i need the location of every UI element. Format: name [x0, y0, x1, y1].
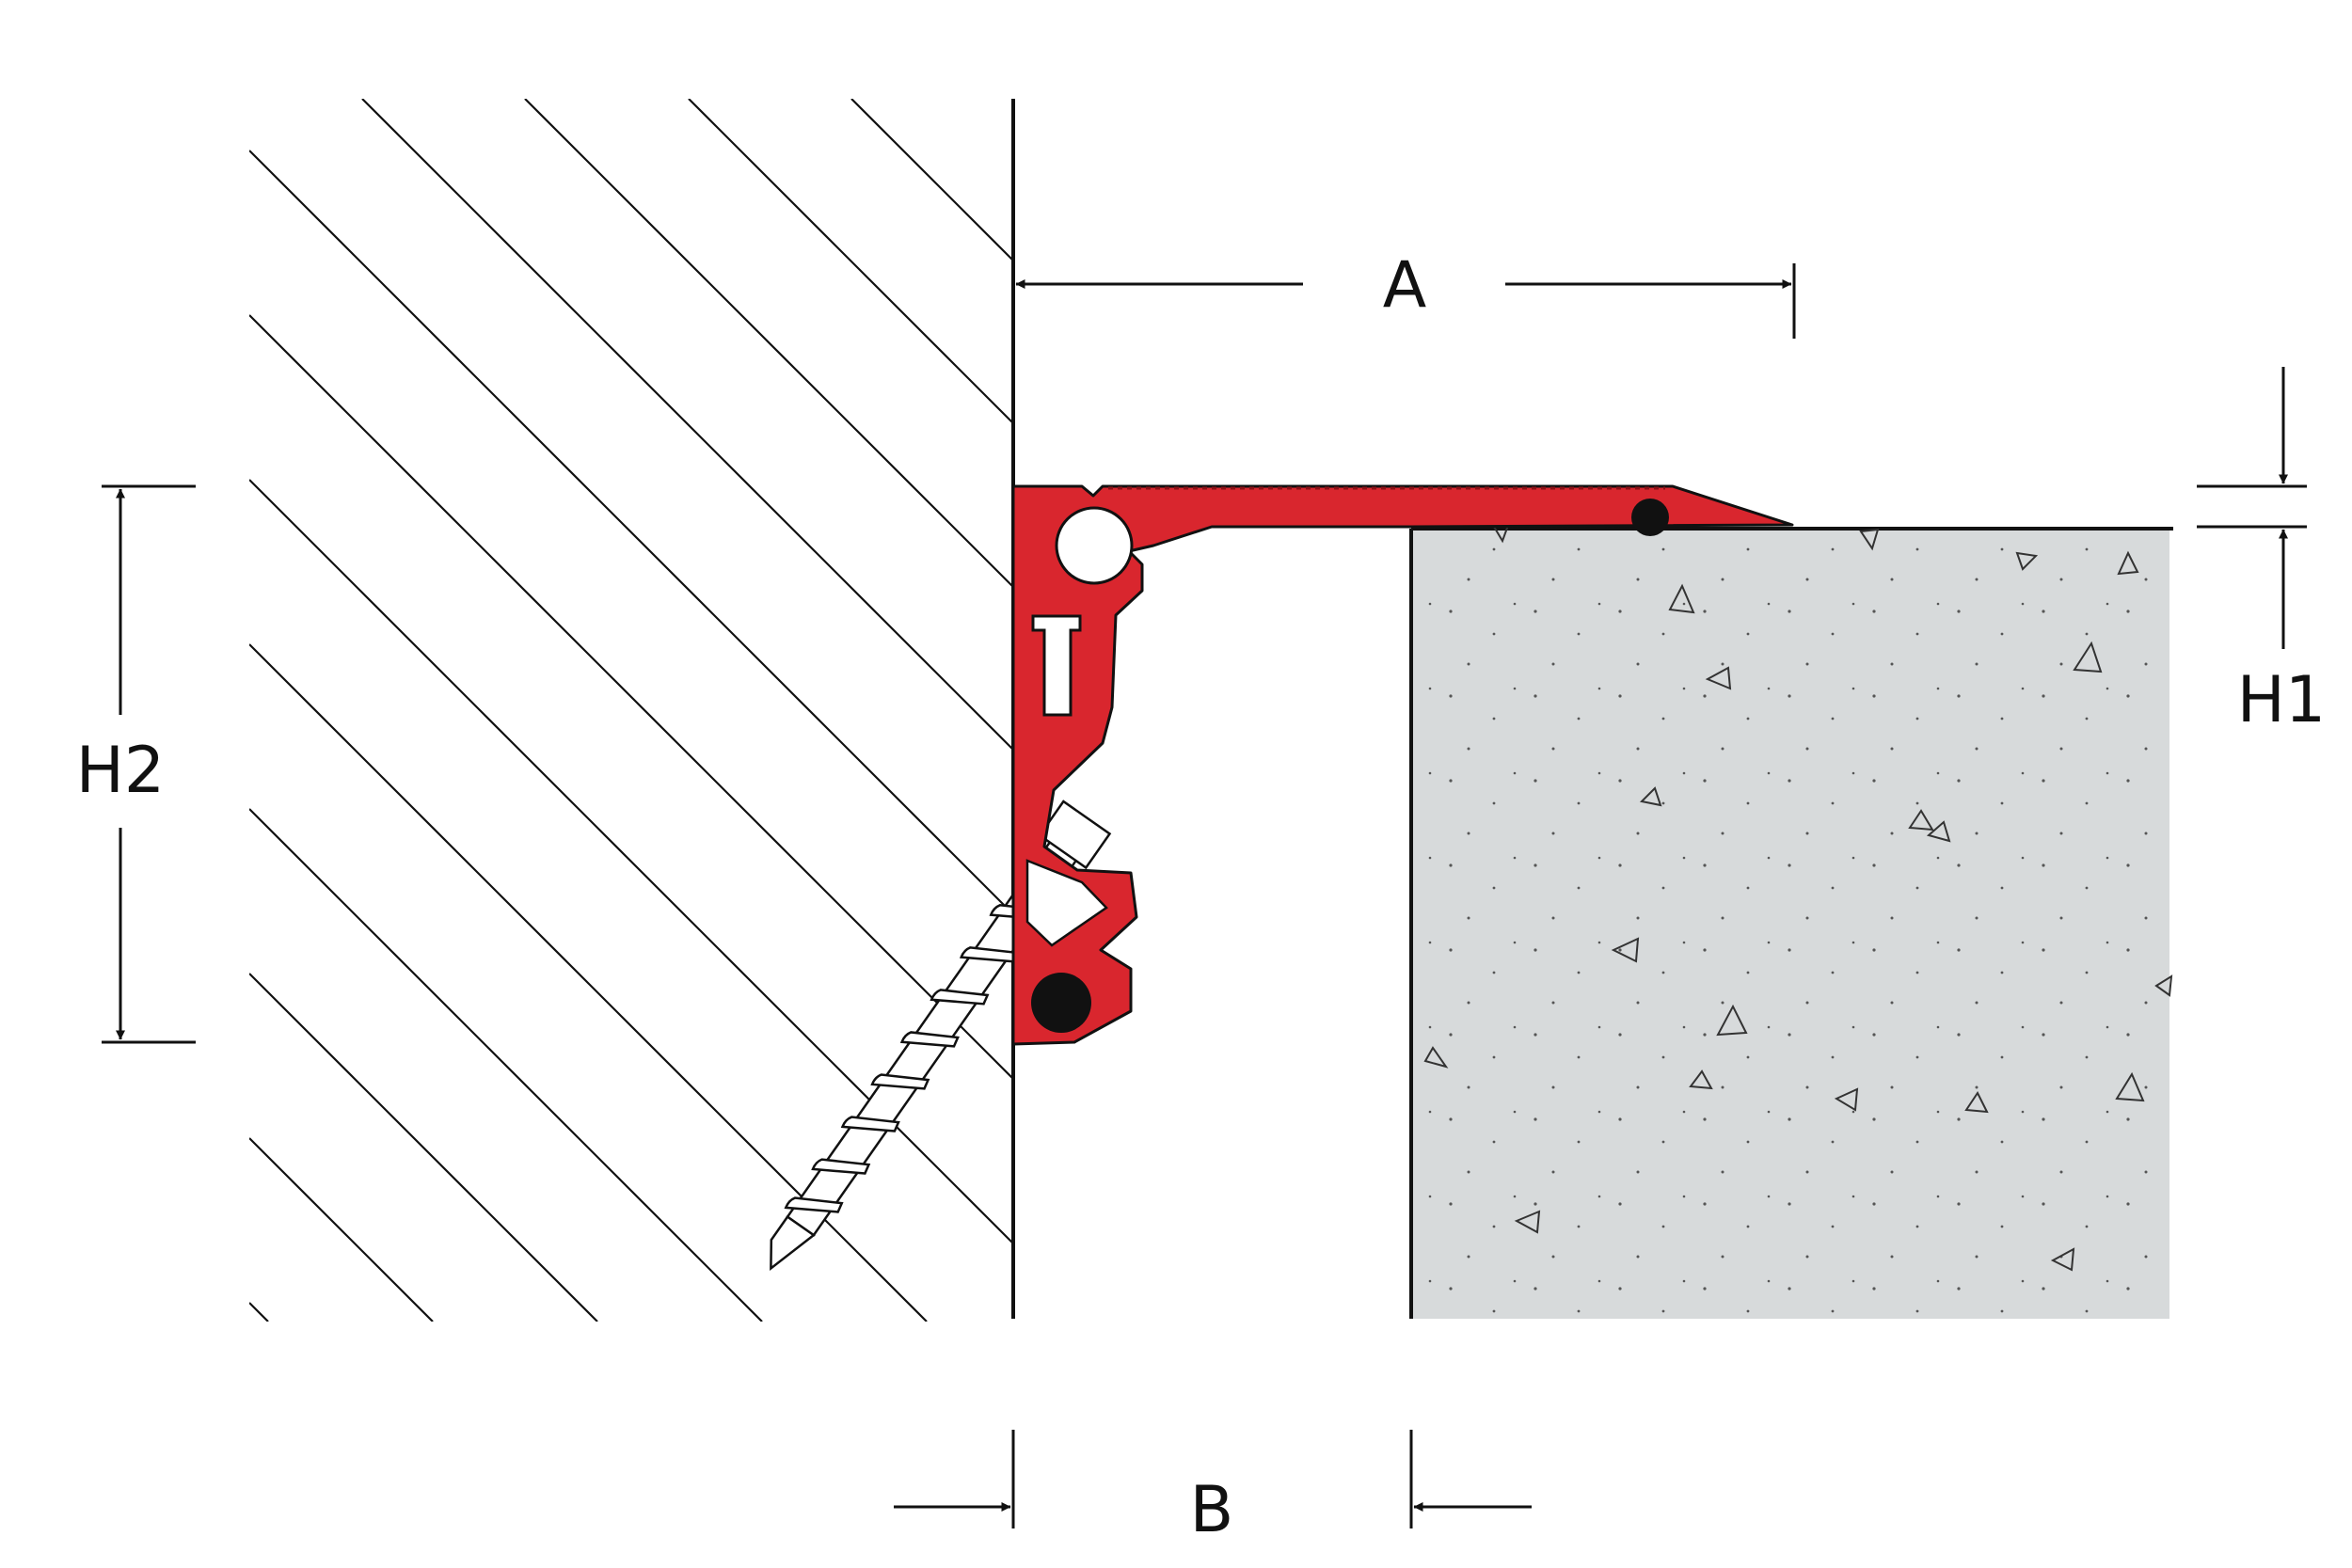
screw-threads	[784, 904, 1049, 1213]
screw-recess	[1025, 859, 1108, 947]
dimension-h1	[2197, 367, 2307, 649]
dimension-h2	[102, 484, 196, 1044]
profile-slot	[1031, 614, 1082, 717]
gasket-top	[1631, 499, 1669, 536]
dimension-a	[1015, 263, 1796, 339]
dimension-h1-label: H1	[2237, 663, 2326, 737]
dimension-h2-label: H2	[76, 734, 165, 808]
wall-hatching	[249, 99, 1013, 1322]
gasket-bottom	[1031, 973, 1091, 1033]
dimension-b-label: B	[1190, 1473, 1234, 1547]
screw-head	[1038, 800, 1112, 870]
dimension-b	[894, 1430, 1532, 1528]
profile-pivot-hole	[1055, 506, 1134, 585]
concrete-block	[1409, 518, 2173, 1319]
dimension-a-label: A	[1383, 248, 1427, 323]
joint-profile	[1011, 484, 1794, 1046]
anchor-screw	[770, 800, 1112, 1272]
screw-tip	[770, 1214, 816, 1272]
aggregate-marks	[1423, 518, 2173, 1272]
